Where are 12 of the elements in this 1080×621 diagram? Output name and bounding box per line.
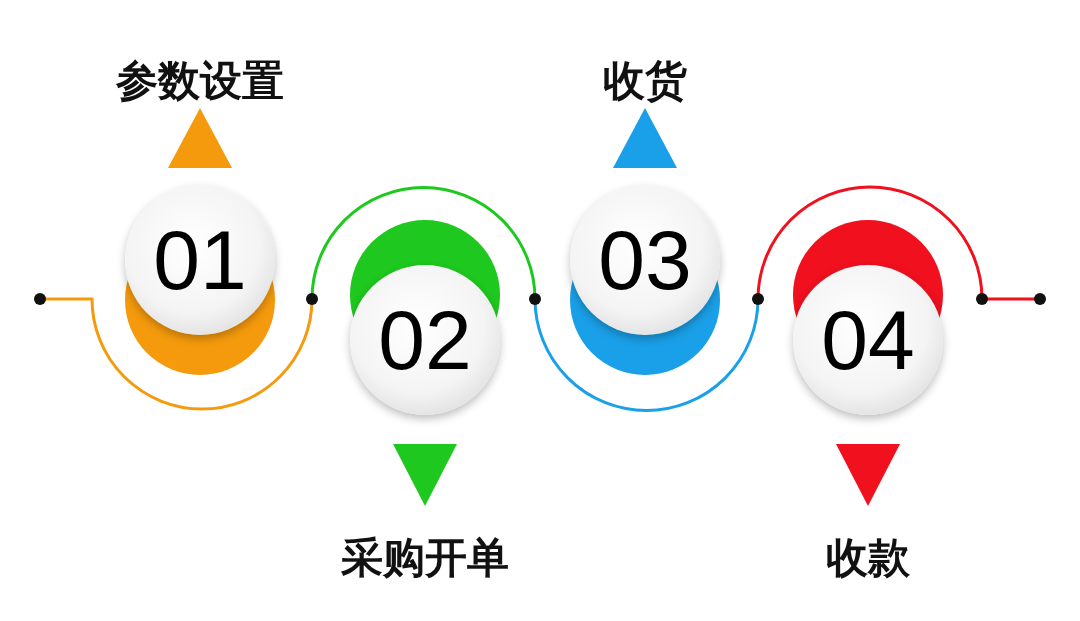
step-number: 01 — [153, 218, 247, 302]
number-circle — [125, 185, 275, 335]
step-number: 03 — [598, 218, 692, 302]
step-label: 参数设置 — [116, 58, 284, 105]
number-circle — [793, 265, 943, 415]
step-number: 02 — [378, 298, 472, 382]
step-label: 收货 — [603, 58, 687, 105]
number-circle — [350, 265, 500, 415]
number-circle — [570, 185, 720, 335]
step-number: 04 — [821, 298, 915, 382]
step-label: 采购开单 — [341, 535, 509, 582]
step-label: 收款 — [826, 535, 910, 582]
